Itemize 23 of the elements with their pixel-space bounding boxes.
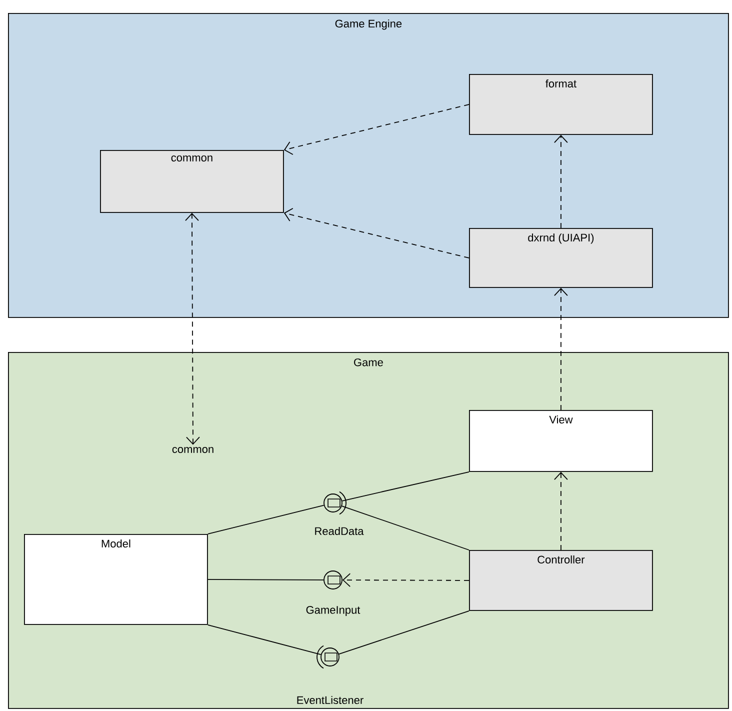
- interface-label: EventListener: [297, 696, 364, 704]
- connector-line: [207, 579, 324, 580]
- dependency-arrow: [284, 104, 470, 155]
- class-box: dxrnd (UIAPI): [469, 228, 653, 288]
- dependency-arrow: [554, 472, 568, 550]
- connector-line: [207, 504, 324, 534]
- interface-label: GameInput: [306, 606, 360, 616]
- package-label: common: [172, 447, 214, 453]
- class-box: format: [469, 74, 653, 135]
- dependency-arrow: [554, 134, 568, 228]
- dependency-arrow: [342, 573, 470, 587]
- connector-line: [342, 471, 470, 502]
- class-box: Controller: [469, 550, 653, 611]
- dependency-arrow: [185, 212, 200, 445]
- connector-line: [207, 624, 322, 656]
- dependency-arrow: [284, 208, 470, 258]
- connector-line: [338, 610, 470, 654]
- interface-label: ReadData: [315, 526, 364, 536]
- class-box: Model: [24, 534, 208, 625]
- connector-line: [341, 506, 470, 550]
- dependency-arrow: [554, 288, 568, 410]
- class-box: common: [100, 150, 284, 213]
- class-box: View: [469, 410, 653, 472]
